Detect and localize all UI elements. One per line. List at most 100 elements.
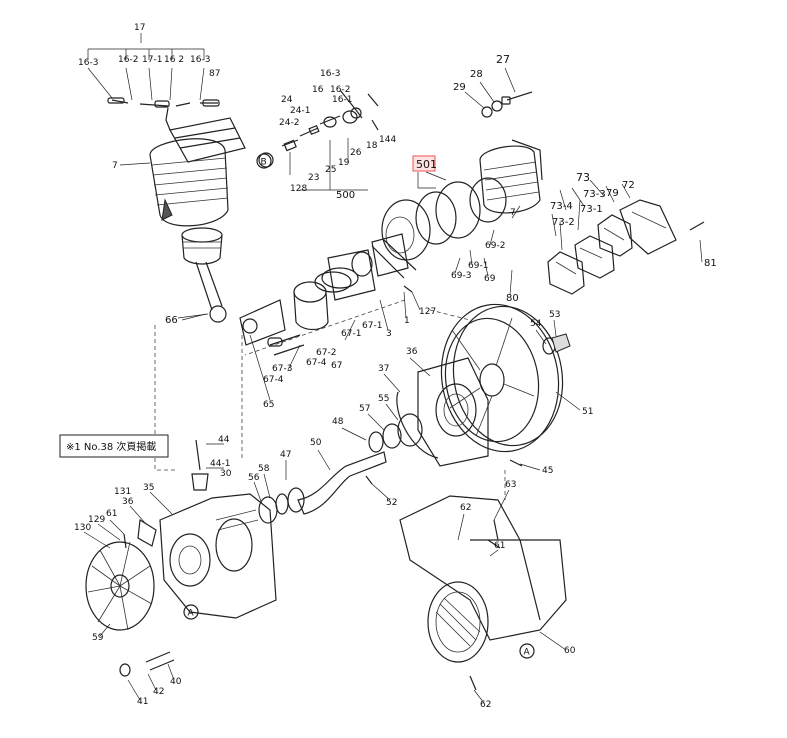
label-57: 57 xyxy=(359,404,370,414)
label-131: 131 xyxy=(114,487,131,497)
label-69-1: 69-1 xyxy=(468,261,488,271)
label-30: 30 xyxy=(220,469,232,479)
ref-marker-a-1[interactable]: A xyxy=(183,604,199,620)
ref-marker-b[interactable]: B xyxy=(256,153,272,169)
label-41: 41 xyxy=(137,697,148,707)
label-24-1: 24-1 xyxy=(290,106,310,116)
label-16-3: 16-3 xyxy=(78,58,98,68)
label-7: 7 xyxy=(510,208,516,218)
label-80: 80 xyxy=(506,293,519,304)
label-144: 144 xyxy=(379,135,396,145)
label-45: 45 xyxy=(542,466,553,476)
piston-rod-66 xyxy=(177,227,227,323)
piston-set-67 xyxy=(239,233,413,356)
label-128: 128 xyxy=(290,184,307,194)
label-36: 36 xyxy=(406,347,418,357)
label-67-1: 67-1 xyxy=(362,321,382,331)
label-81: 81 xyxy=(704,258,717,269)
label-52: 52 xyxy=(386,498,397,508)
label-35: 35 xyxy=(143,483,154,493)
label-73-1: 73-1 xyxy=(580,204,603,215)
label-59: 59 xyxy=(92,633,104,643)
label-16: 16 xyxy=(312,85,324,95)
label-67-3: 67-3 xyxy=(272,364,292,374)
label-16-2: 16-2 xyxy=(330,85,350,95)
tube-assembly-17 xyxy=(87,33,220,131)
label-16-2: 16-2 xyxy=(118,55,138,65)
label-3: 3 xyxy=(386,329,392,339)
label-69-3: 69-3 xyxy=(451,271,471,281)
part-labels: 1 7 16-3 16-2 17-1 16 2 16-3 87 7 24 24-1… xyxy=(74,23,717,710)
label-127: 127 xyxy=(419,307,436,317)
ref-marker-letter: A xyxy=(524,648,531,658)
label-24: 24 xyxy=(281,95,293,105)
label-26: 26 xyxy=(350,148,362,158)
label-50: 50 xyxy=(310,438,322,448)
label-48: 48 xyxy=(332,417,344,427)
label-16-3: 16-3 xyxy=(320,69,340,79)
ref-marker-a-2[interactable]: A xyxy=(519,643,535,659)
belt-guard-60 xyxy=(399,495,567,691)
label-73: 73 xyxy=(576,171,590,184)
label-28: 28 xyxy=(470,69,483,80)
label-62: 62 xyxy=(480,700,491,710)
label-72: 72 xyxy=(622,180,635,191)
label-129: 129 xyxy=(88,515,105,525)
label-69: 69 xyxy=(484,274,496,284)
label-73-3: 73-3 xyxy=(583,189,606,200)
fan-59 xyxy=(85,533,175,677)
crankshaft-50 xyxy=(258,451,387,524)
leader-lines xyxy=(83,162,703,704)
label-44-1: 44-1 xyxy=(210,459,230,469)
label-37: 37 xyxy=(378,364,389,374)
label-42: 42 xyxy=(153,687,164,697)
label-56: 56 xyxy=(248,473,260,483)
cylinder-7-right xyxy=(371,139,543,279)
valve-group-500 xyxy=(258,89,379,191)
label-79: 79 xyxy=(606,188,619,199)
label-60: 60 xyxy=(564,646,576,656)
crankcase-35 xyxy=(137,439,277,619)
label-67-1: 67-1 xyxy=(341,329,361,339)
label-44: 44 xyxy=(218,435,230,445)
label-61: 61 xyxy=(106,509,117,519)
label-29: 29 xyxy=(453,82,466,93)
label-87: 87 xyxy=(209,69,220,79)
label-500: 500 xyxy=(336,190,355,201)
label-16-1: 16-1 xyxy=(332,95,352,105)
label-73-2: 73-2 xyxy=(552,217,575,228)
ref-marker-letter: B xyxy=(261,158,267,168)
cylinder-7-left xyxy=(149,117,246,227)
note-box: ※1 No.38 次頁掲載 xyxy=(59,434,169,458)
label-62: 62 xyxy=(460,503,471,513)
label-16-3: 16-3 xyxy=(190,55,210,65)
label-1: 1 xyxy=(404,316,410,326)
label-55: 55 xyxy=(378,394,389,404)
label-67-4: 67-4 xyxy=(263,375,284,385)
label-40: 40 xyxy=(170,677,182,687)
highlight-box-501[interactable] xyxy=(412,155,436,172)
label-7: 7 xyxy=(112,161,118,171)
label-23: 23 xyxy=(308,173,319,183)
label-54: 54 xyxy=(530,319,542,329)
label-61: 61 xyxy=(494,541,505,551)
label-36: 36 xyxy=(122,497,134,507)
label-51: 51 xyxy=(582,407,593,417)
label-47: 47 xyxy=(280,450,291,460)
head-bolts-27-29 xyxy=(464,67,533,118)
label-63: 63 xyxy=(505,480,516,490)
label-16-2: 16 2 xyxy=(164,55,184,65)
note-text: ※1 No.38 次頁掲載 xyxy=(66,440,156,453)
bearing-housing-36 xyxy=(368,357,523,467)
label-24-2: 24-2 xyxy=(279,118,299,128)
label-69-2: 69-2 xyxy=(485,241,505,251)
label-18: 18 xyxy=(366,141,378,151)
label-19: 19 xyxy=(338,158,350,168)
label-53: 53 xyxy=(549,310,560,320)
label-58: 58 xyxy=(258,464,270,474)
label-67-2: 67-2 xyxy=(316,348,336,358)
label-65: 65 xyxy=(263,400,274,410)
label-17-1: 17-1 xyxy=(142,55,162,65)
